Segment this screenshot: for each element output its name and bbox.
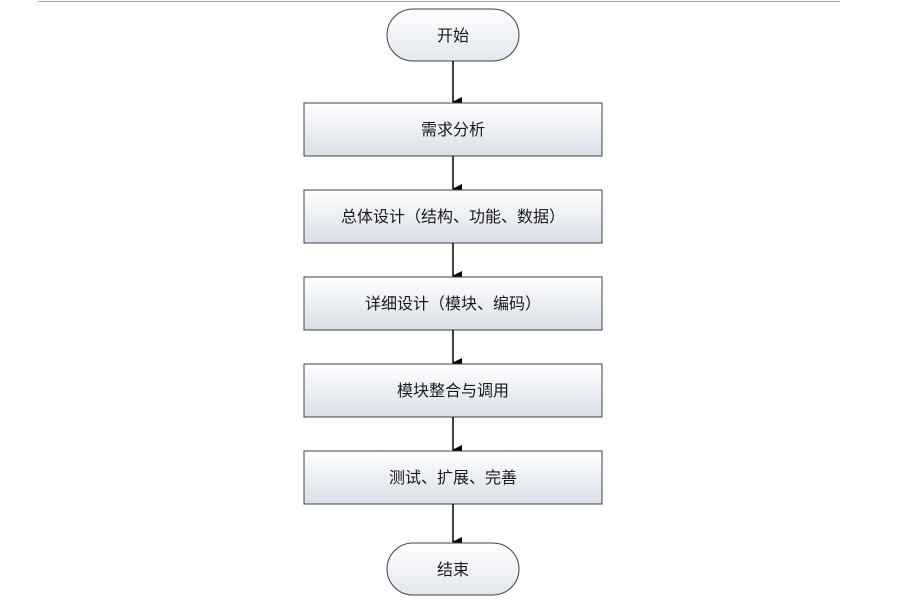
step-label: 需求分析 bbox=[421, 120, 485, 139]
process-step-detailed-design: 详细设计（模块、编码） bbox=[303, 276, 603, 331]
end-label: 结束 bbox=[437, 560, 469, 579]
end-terminator: 结束 bbox=[386, 542, 520, 596]
process-step-overall-design: 总体设计（结构、功能、数据） bbox=[303, 189, 603, 244]
top-divider-line bbox=[38, 1, 840, 2]
process-step-requirements-analysis: 需求分析 bbox=[303, 102, 603, 157]
process-step-module-integration: 模块整合与调用 bbox=[303, 363, 603, 418]
step-label: 总体设计（结构、功能、数据） bbox=[341, 207, 565, 226]
step-label: 测试、扩展、完善 bbox=[389, 468, 517, 487]
start-label: 开始 bbox=[437, 26, 469, 45]
step-label: 详细设计（模块、编码） bbox=[365, 294, 541, 313]
process-step-testing: 测试、扩展、完善 bbox=[303, 450, 603, 505]
start-terminator: 开始 bbox=[386, 8, 520, 62]
step-label: 模块整合与调用 bbox=[397, 381, 509, 400]
